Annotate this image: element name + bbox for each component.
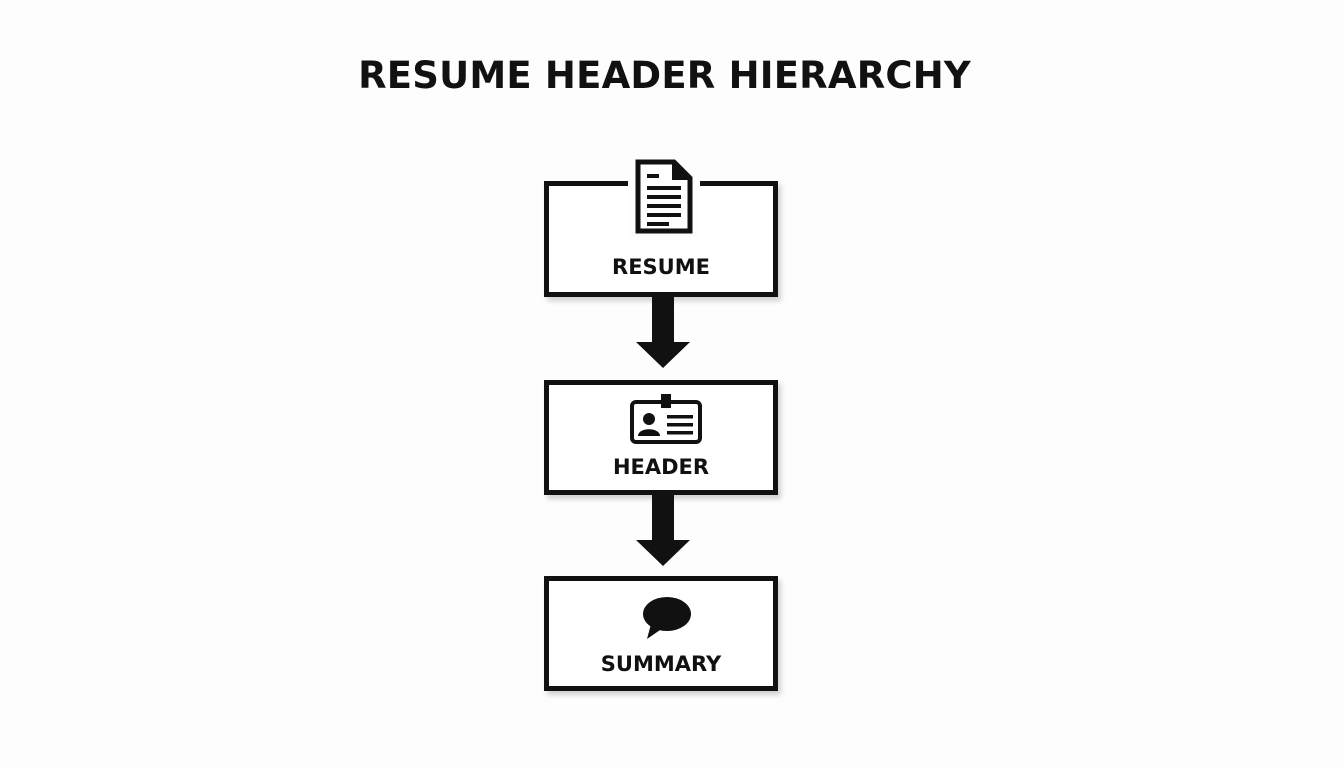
node-header: HEADER bbox=[544, 380, 778, 495]
id-card-icon bbox=[630, 394, 702, 444]
diagram-title: RESUME HEADER HIERARCHY bbox=[358, 54, 971, 97]
arrow-header-to-summary bbox=[636, 494, 690, 566]
document-icon bbox=[635, 159, 693, 234]
arrow-resume-to-header bbox=[636, 296, 690, 368]
document-icon-holder bbox=[628, 154, 700, 240]
speech-bubble-icon bbox=[643, 597, 691, 639]
node-resume-label: RESUME bbox=[612, 255, 710, 279]
node-summary-label: SUMMARY bbox=[600, 652, 722, 676]
node-header-label: HEADER bbox=[612, 455, 710, 479]
node-summary: SUMMARY bbox=[544, 576, 778, 691]
